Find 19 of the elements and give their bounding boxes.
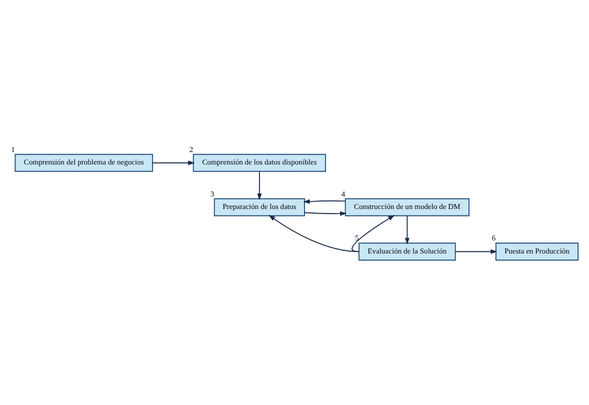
node-label: 2	[189, 144, 194, 154]
node-box: Construcción de un modelo de DM	[344, 198, 470, 216]
arrow	[303, 198, 346, 204]
node-box: Comprensión del problema de negocios	[14, 153, 154, 172]
arrow	[304, 210, 347, 216]
node-label: 5	[355, 233, 359, 242]
node-label: 3	[210, 188, 214, 198]
node-box: Evaluación de la Solución	[358, 242, 456, 260]
arrow	[257, 170, 262, 200]
arrow	[404, 214, 410, 244]
node-box: Puesta en Producción	[495, 242, 579, 260]
arrow	[454, 248, 498, 254]
node-box: Preparación de los datos	[214, 198, 305, 216]
arrow	[152, 160, 195, 165]
node-label: 4	[341, 188, 346, 198]
node-label: 6	[492, 233, 496, 242]
node-label: 1	[11, 144, 15, 154]
node-box: Comprensión de los datos disponibles	[192, 153, 326, 172]
arrow	[352, 214, 395, 252]
